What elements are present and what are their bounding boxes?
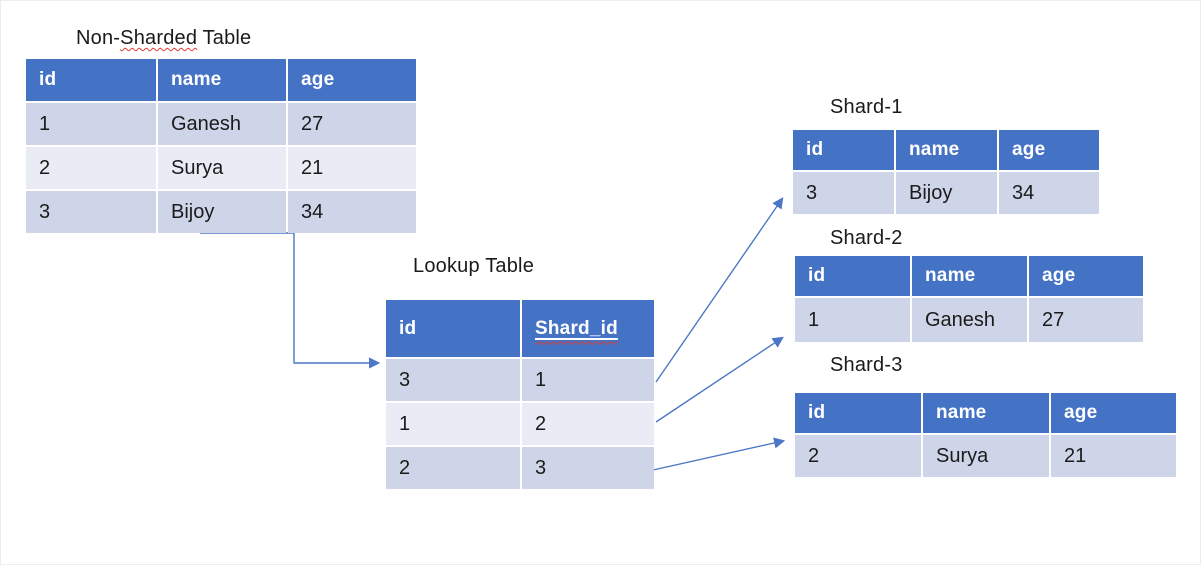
column-header: name [923,393,1049,433]
connector-nonsharded-to-lookup-arrow [200,232,381,369]
table-cell: 34 [999,172,1099,214]
lookup-table-title: Lookup Table [413,255,535,277]
shard2-title: Shard-2 [830,227,903,249]
shard2-table: id name age 1 Ganesh 27 [795,256,1143,342]
table-cell: 2 [386,447,520,489]
table-cell: 2 [26,147,156,189]
column-header: id [26,59,156,101]
table-cell: 1 [522,359,654,401]
table-cell: Bijoy [896,172,997,214]
misspelled-word: Sharded [120,27,198,49]
table-cell: 21 [1051,435,1176,477]
non-sharded-table: id name age 1 Ganesh 27 2 Surya 21 3 Bij… [26,59,416,233]
column-header: id [793,130,894,170]
title-text: Non- [76,27,121,49]
column-header: age [288,59,416,101]
table-cell: 3 [793,172,894,214]
column-header: age [1051,393,1176,433]
column-header: Shard_id [522,300,654,357]
shard3-title: Shard-3 [830,354,903,376]
lookup-table: id Shard_id 3 1 1 2 2 3 [386,300,654,489]
connector-lookup-to-shard2-arrow [655,336,784,423]
table-cell: 1 [386,403,520,445]
table-cell: 21 [288,147,416,189]
underlined-header: Shard_id [535,318,618,340]
column-header: name [912,256,1027,296]
column-header: id [795,393,921,433]
table-cell: 2 [795,435,921,477]
column-header: id [795,256,910,296]
table-cell: 1 [26,103,156,145]
table-cell: 27 [1029,298,1143,342]
table-cell: 27 [288,103,416,145]
table-cell: 3 [26,191,156,233]
table-cell: 2 [522,403,654,445]
column-header: id [386,300,520,357]
shard1-title: Shard-1 [830,96,903,118]
column-header: age [1029,256,1143,296]
table-cell: Surya [158,147,286,189]
column-header: age [999,130,1099,170]
table-cell: Ganesh [912,298,1027,342]
shard1-table: id name age 3 Bijoy 34 [793,130,1099,214]
connector-lookup-to-shard1-arrow [655,197,784,383]
table-cell: 3 [386,359,520,401]
table-cell: 3 [522,447,654,489]
column-header: name [896,130,997,170]
table-cell: Surya [923,435,1049,477]
connector-lookup-to-shard3-arrow [652,437,786,471]
shard3-table: id name age 2 Surya 21 [795,393,1176,477]
table-cell: Ganesh [158,103,286,145]
table-cell: 34 [288,191,416,233]
non-sharded-table-title: Non-Sharded Table [76,27,251,50]
table-cell: Bijoy [158,191,286,233]
title-text: Table [197,27,252,49]
column-header: name [158,59,286,101]
misspelled-word: Shard_id [535,317,618,339]
table-cell: 1 [795,298,910,342]
